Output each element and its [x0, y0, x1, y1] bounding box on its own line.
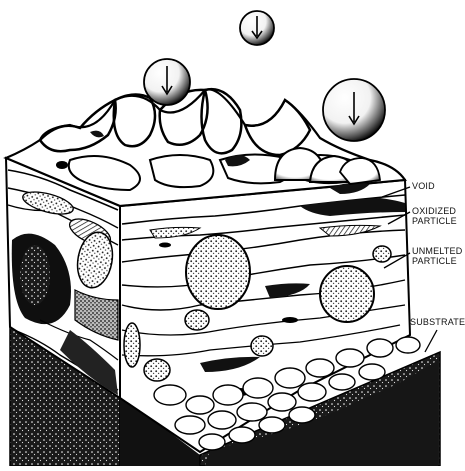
particle-small: [240, 11, 274, 45]
oxidized-particle-label: OXIDIZED PARTICLE: [412, 206, 464, 226]
void-label: VOID: [412, 181, 435, 191]
substrate-label: SUBSTRATE: [410, 317, 465, 327]
particle-medium: [144, 59, 190, 105]
particle-large: [323, 79, 385, 141]
unmelted-particle-label: UNMELTED PARTICLE: [412, 246, 464, 266]
